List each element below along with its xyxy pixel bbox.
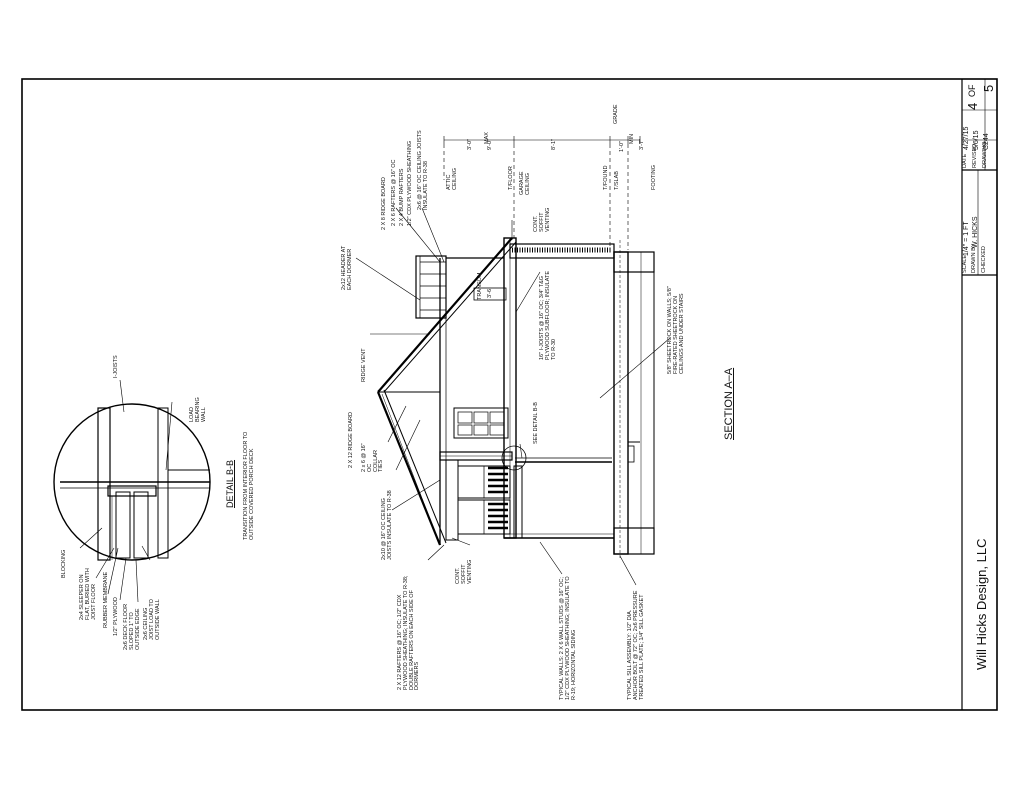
sheet-of: OF xyxy=(967,84,977,98)
scale-label: SCALE xyxy=(962,254,968,273)
detail-note-plywood: 1/2" PLYWOOD xyxy=(113,597,119,636)
note-header: 2x12 HEADER AT EACH DORMER xyxy=(341,245,353,290)
section-title: SECTION A–A xyxy=(723,367,735,440)
footing-left xyxy=(613,527,655,555)
detail-note-rubber: RUBBER MEMBRANE xyxy=(103,571,109,628)
checked-label: CHECKED xyxy=(981,246,987,273)
drawing-number: C244 xyxy=(983,133,990,150)
elev-garage-ceiling: GARAGE CEILING xyxy=(519,171,531,195)
scale-value: 1/4" = 1 FT xyxy=(963,221,970,256)
detail-subtitle: TRANSITION FROM INTERIOR FLOOR TO OUTSID… xyxy=(243,431,255,540)
note-sheetrock: 5/8" SHEETROCK ON WALLS; 5/8" FIRE-RATED… xyxy=(667,286,685,374)
detail-note-ceiling-joist: 2x6 CEILING JOIST LOAD TO OUTSIDE WALL xyxy=(143,599,161,640)
footing-right xyxy=(613,251,655,273)
drawn-by-value: W. HICKS xyxy=(972,216,979,248)
note-cdx-sheathing: 1/2" CDX PLYWOOD SHEATHING xyxy=(407,140,413,226)
note-rafters-2x6: 2 X 6 RAFTERS @ 16" OC xyxy=(391,159,397,226)
sheet-number: 4 xyxy=(965,102,980,110)
transom-size: 3'-6 xyxy=(487,289,493,298)
title-strip xyxy=(961,79,997,710)
note-rafters-2x12: 2 X 12 RAFTERS @ 16" OC; 1/2" CDX PLYWOO… xyxy=(397,575,421,690)
note-ridge-board-2x12: 2 X 12 RIDGE BOARD xyxy=(348,412,354,468)
note-sill-assembly: TYPICAL SILL ASSEMBLY: 1/2" DIA. ANCHOR … xyxy=(627,590,645,700)
window-upper xyxy=(453,407,509,439)
roof-rafter-upper xyxy=(377,237,513,393)
detail-note-deck-floor: 2x6 DECK FLOOR SLOPED 1" TO OUTSIDE EDGE xyxy=(123,603,141,650)
note-typical-walls: TYPICAL WALLS: 2 X 6 WALL STUDS @ 16" OC… xyxy=(559,576,577,700)
note-ridge-board-2x8: 2 X 8 RIDGE BOARD xyxy=(381,177,387,230)
firm-name: Will Hicks Design, LLC xyxy=(974,538,989,670)
detail-note-sleeper: 2x4 SLEEPER ON FLAT, BURIED WITH JOIST F… xyxy=(79,568,97,620)
elev-slab-dim: 1'-0" xyxy=(619,141,625,152)
note-bump-rafters: 2 X 4 BUMP RAFTERS xyxy=(399,168,405,226)
elev-floor-dim: 8'-1" xyxy=(551,139,557,150)
elev-attic-dim: 3'-0" xyxy=(467,139,473,150)
detail-note-i-joists: I-JOISTS xyxy=(113,355,119,378)
detail-ref: SEE DETAIL B-B xyxy=(533,402,539,444)
detail-note-blocking: BLOCKING xyxy=(61,549,67,578)
elev-footing: FOOTING xyxy=(651,164,657,190)
grade-label: GRADE xyxy=(613,104,619,124)
note-i-joists: 16" I-JOISTS @ 16" OC; 3/4" T&G PLYWOOD … xyxy=(539,270,557,360)
detail-note-load-bearing: LOAD BEARING WALL xyxy=(189,397,207,422)
roof-rafter-main xyxy=(376,391,442,546)
foundation-wall xyxy=(613,251,629,555)
transom-label: TRANSOM xyxy=(477,272,483,301)
elev-t-found: T/FOUND xyxy=(603,165,609,190)
note-ceiling-joists-2x10: 2x10 @ 16" OC CEILING JOISTS INSULATE TO… xyxy=(381,490,393,560)
elev-t-slab: T/SLAB xyxy=(614,171,620,190)
elev-attic-ceiling: ATTIC CEILING xyxy=(446,167,458,190)
note-soffit-venting-top: CONT. SOFFIT VENTING xyxy=(533,207,551,232)
note-ceiling-joists-2x6: 2x6 @ 16" OC CEILING JOISTS INSULATE TO … xyxy=(417,130,429,210)
elev-t-floor: T/FLOOR xyxy=(508,166,514,190)
date-value: 4/27/15 xyxy=(963,126,970,150)
detail-title: DETAIL B-B xyxy=(225,459,235,508)
date-label: DATE xyxy=(962,153,968,168)
max-label: MAX xyxy=(484,132,490,144)
section-a-a-drawing xyxy=(355,136,671,586)
note-soffit-venting-bottom: CONT. SOFFIT VENTING xyxy=(455,559,473,584)
note-ridge-vent: RIDGE VENT xyxy=(361,348,367,382)
elev-footing-dim: 3'-7" xyxy=(639,139,645,150)
min-label: MIN xyxy=(629,133,635,144)
note-collar-ties: 2 x 6 @ 16" OC COLLAR TIES xyxy=(361,443,385,472)
sheet-border xyxy=(21,78,998,711)
revised-value: 5/6/15 xyxy=(973,130,980,150)
sheet-total: 5 xyxy=(981,84,996,92)
detail-b-b-drawing xyxy=(53,379,211,603)
